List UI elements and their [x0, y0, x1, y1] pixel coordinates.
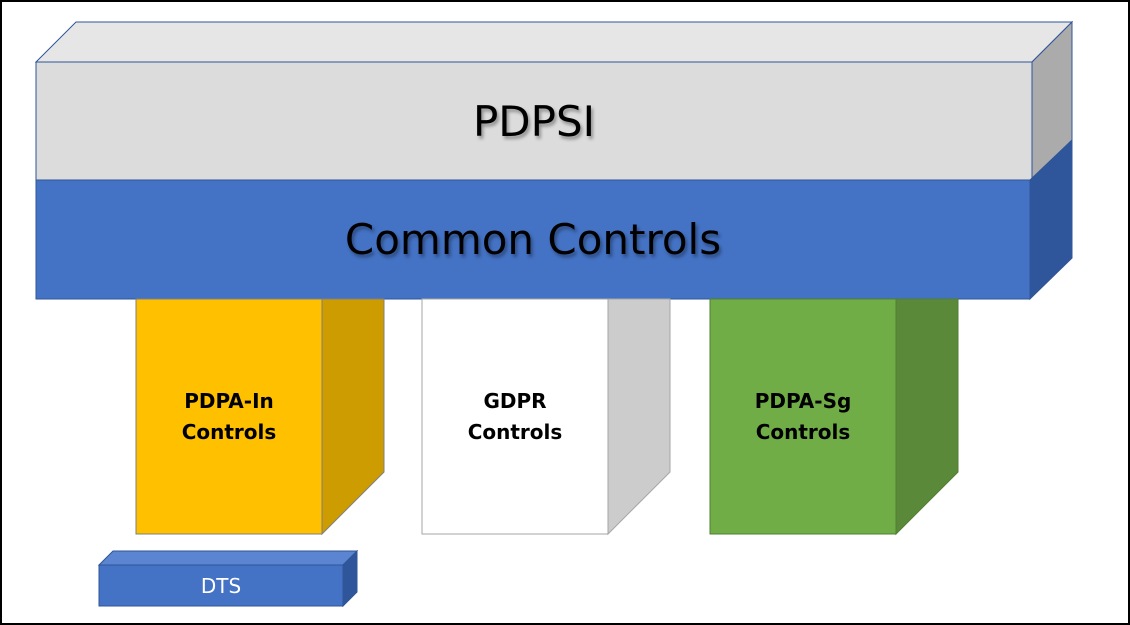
pdpa-in-label-line2: Controls: [181, 419, 277, 444]
pdpa-sg-label-line2: Controls: [755, 419, 851, 444]
dts-block: [97, 549, 359, 608]
common-controls-front-face: [35, 179, 1031, 300]
pdpsi-label: PDPSI: [472, 96, 596, 146]
dts-block-front-face: [98, 564, 344, 607]
pdpa-in-label-line1: PDPA-In: [184, 388, 274, 413]
pdpa-sg-label-line1: PDPA-Sg: [754, 388, 852, 413]
pdpa-sg-pillar: [709, 298, 959, 536]
common-controls-side-face: [1029, 138, 1073, 301]
gdpr-label-line1: GDPR: [483, 388, 547, 413]
gdpr-pillar-front-face: [421, 298, 609, 535]
gdpr-label: GDPR Controls: [422, 299, 608, 534]
common-controls-band: [35, 138, 1073, 301]
dts-block-top-face: [97, 550, 359, 566]
pdpa-sg-label: PDPA-Sg Controls: [710, 299, 896, 534]
pdpa-in-pillar: [135, 298, 385, 536]
pdpa-sg-pillar-front-face: [709, 298, 897, 535]
dts-block-side-face: [342, 549, 358, 608]
pdpsi-block-top-face: [34, 21, 1074, 63]
gdpr-label-line2: Controls: [467, 419, 563, 444]
gdpr-pillar-side-face: [607, 298, 671, 536]
common-controls-label: Common Controls: [344, 215, 722, 264]
dts-label: DTS: [200, 573, 242, 598]
pdpa-in-pillar-side-face: [321, 298, 385, 536]
gdpr-pillar: [421, 298, 671, 536]
pdpa-in-label: PDPA-In Controls: [136, 299, 322, 534]
pdpa-sg-pillar-side-face: [895, 298, 959, 536]
